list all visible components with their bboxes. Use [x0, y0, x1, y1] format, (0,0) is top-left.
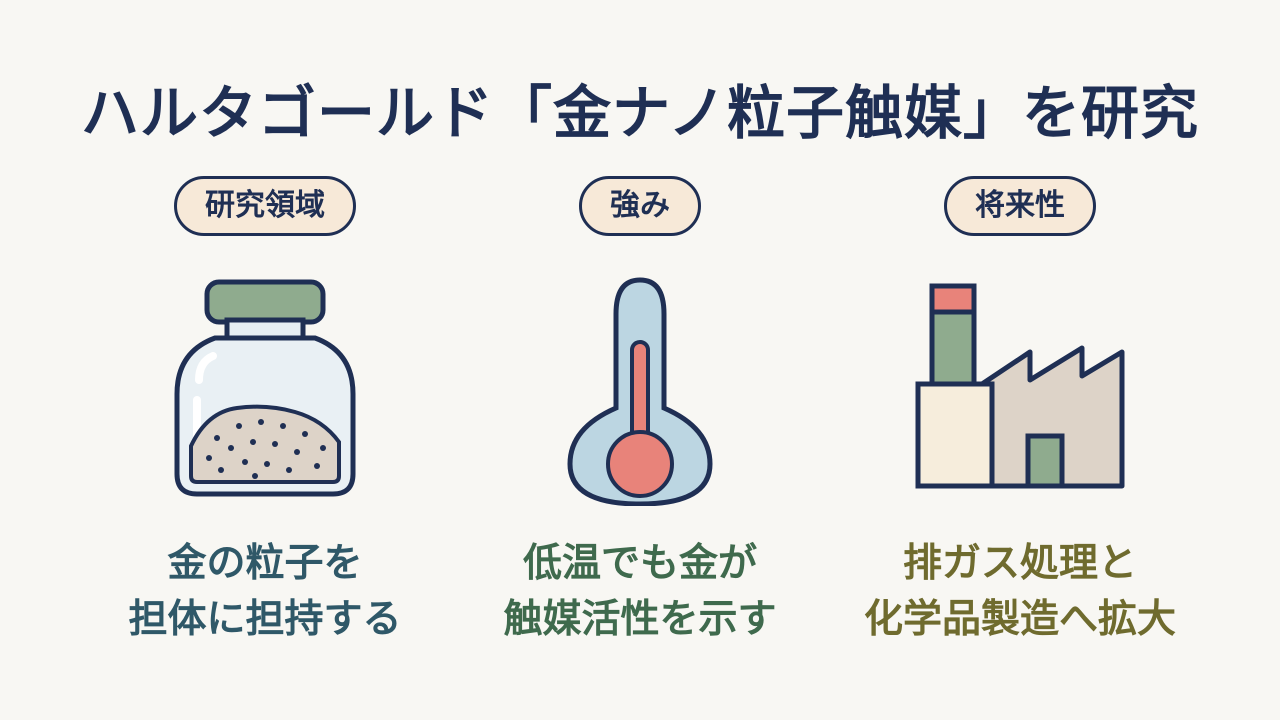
label-pill: 研究領域 — [174, 176, 356, 236]
caption-line-1: 排ガス処理と — [902, 541, 1137, 586]
page-title: ハルタゴールド「金ナノ粒子触媒」を研究 — [80, 79, 1200, 147]
thermometer-icon — [567, 277, 713, 506]
label-pill: 将来性 — [944, 176, 1096, 236]
factory-icon — [915, 283, 1125, 489]
caption-line-1: 低温でも金が — [522, 541, 757, 586]
column-future: 将来性 排ガス処理と 化学品製造へ拡大 — [840, 176, 1200, 676]
caption-line-2: 化学品製造へ拡大 — [863, 597, 1176, 642]
caption-line-2: 触媒活性を示す — [503, 597, 777, 642]
caption: 金の粒子を 担体に担持する — [85, 536, 445, 648]
column-research-area: 研究領域 金の粒子を 担体に担持する — [85, 176, 445, 676]
caption: 低温でも金が 触媒活性を示す — [460, 536, 820, 648]
caption-line-2: 担体に担持する — [128, 597, 402, 642]
label-pill: 強み — [579, 176, 701, 236]
column-strength: 強み 低温でも金が 触媒活性を示す — [460, 176, 820, 676]
caption: 排ガス処理と 化学品製造へ拡大 — [840, 536, 1200, 648]
caption-line-1: 金の粒子を — [167, 541, 363, 586]
powder-jar-icon — [174, 279, 356, 497]
